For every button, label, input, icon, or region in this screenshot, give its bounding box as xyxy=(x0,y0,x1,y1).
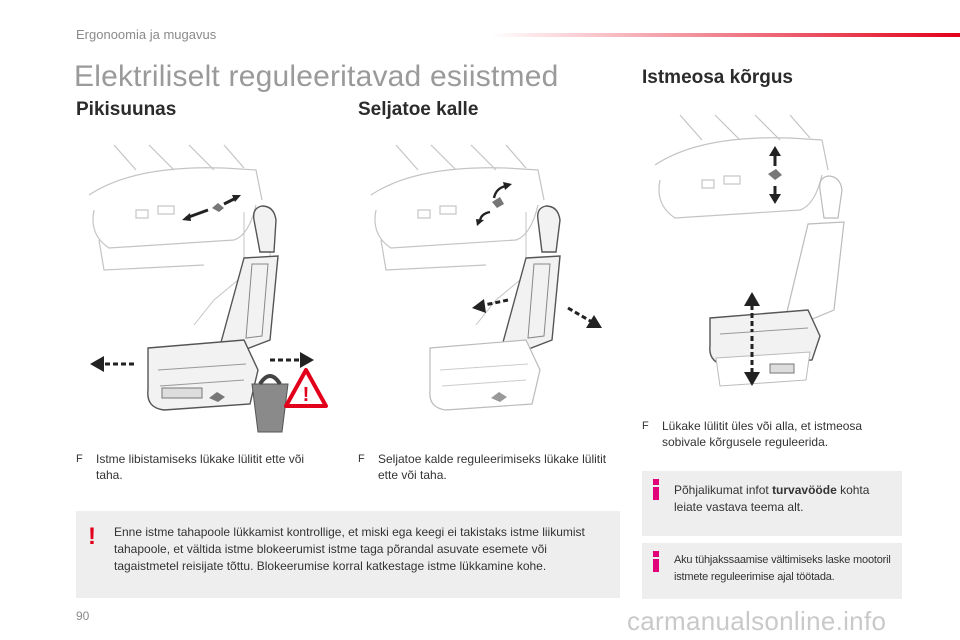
instruction-pikisuunas: F Istme libistamiseks lükake lülitit ett… xyxy=(76,451,331,483)
heading-pikisuunas: Pikisuunas xyxy=(76,99,177,120)
section-header: Ergonoomia ja mugavus xyxy=(76,27,217,42)
page-number: 90 xyxy=(76,609,90,623)
instruction-text: Lükake lülitit üles või alla, et istmeos… xyxy=(662,419,863,449)
info-icon xyxy=(652,551,661,572)
svg-text:!: ! xyxy=(303,384,310,406)
bullet-marker: F xyxy=(76,453,83,465)
info-box-seatbelts: Põhjalikumat infot turvavööde kohta leia… xyxy=(642,471,902,536)
warning-text: Enne istme tahapoole lükkamist kontrolli… xyxy=(114,525,585,573)
warning-icon: ! xyxy=(88,523,96,550)
heading-seljatoe-kalle: Seljatoe kalle xyxy=(358,99,479,120)
seat-longitudinal-illustration: ! xyxy=(88,144,328,433)
instruction-text: Seljatoe kalde reguleerimiseks lükake lü… xyxy=(378,452,607,482)
instruction-istmeosa: F Lükake lülitit üles või alla, et istme… xyxy=(642,418,892,450)
warning-box: ! Enne istme tahapoole lükkamist kontrol… xyxy=(76,511,620,598)
seat-backrest-illustration xyxy=(370,144,602,411)
info-text-battery: Aku tühjakssaamise vältimiseks laske moo… xyxy=(674,554,891,583)
seat-height-illustration xyxy=(654,114,845,387)
info-box-battery: Aku tühjakssaamise vältimiseks laske moo… xyxy=(642,543,902,599)
info-text-seatbelts: Põhjalikumat infot turvavööde kohta leia… xyxy=(674,483,870,514)
page-title: Elektriliselt reguleeritavad esiistmed xyxy=(74,60,559,93)
heading-istmeosa-korgus: Istmeosa kõrgus xyxy=(642,67,793,88)
instruction-seljatoe: F Seljatoe kalde reguleerimiseks lükake … xyxy=(358,451,620,483)
info-icon xyxy=(652,479,661,500)
header-red-line xyxy=(490,33,960,37)
bullet-marker: F xyxy=(358,453,365,465)
watermark: carmanualsonline.info xyxy=(627,606,887,636)
bullet-marker: F xyxy=(642,420,649,432)
instruction-text: Istme libistamiseks lükake lülitit ette … xyxy=(96,452,305,482)
